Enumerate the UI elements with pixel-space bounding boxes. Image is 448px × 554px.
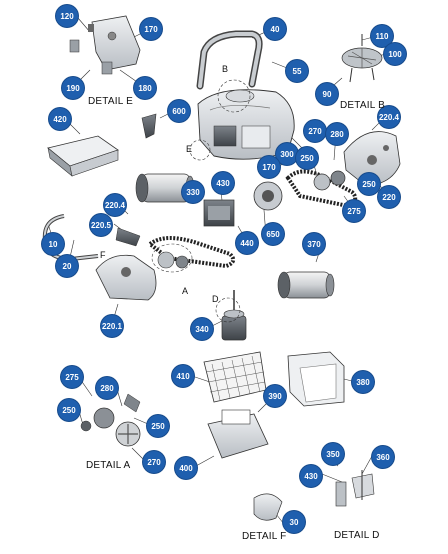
callout-390[interactable]: 390 [264,385,286,407]
callout-250-detail-a-left[interactable]: 250 [58,399,80,421]
robot-body-art [197,89,295,160]
callout-600[interactable]: 600 [168,100,190,122]
detail-d-art [335,470,375,507]
callout-250-upper-a[interactable]: 250 [296,147,318,169]
callout-190[interactable]: 190 [62,77,84,99]
detail-b-art [341,34,383,83]
callout-300[interactable]: 300 [276,143,298,165]
callout-170-mid[interactable]: 170 [258,156,280,178]
ref-letter-f: F [100,250,106,260]
callout-10[interactable]: 10 [42,233,64,255]
filter-housing-art [207,409,269,459]
ref-letter-b: B [222,64,229,74]
callout-250-detail-a-right[interactable]: 250 [147,415,169,437]
callout-350[interactable]: 350 [322,443,344,465]
belt-left-art [146,236,236,273]
ref-letter-a: A [182,286,189,296]
motor-art [203,181,283,227]
callout-40[interactable]: 40 [264,18,286,40]
ref-letter-e: E [186,144,193,154]
detail-b-label: DETAIL B [340,100,385,111]
callout-400[interactable]: 400 [175,457,197,479]
callout-55[interactable]: 55 [286,60,308,82]
callout-275-detail-a[interactable]: 275 [61,366,83,388]
detail-d-label: DETAIL D [334,530,380,541]
callout-430-detail-d[interactable]: 430 [300,465,322,487]
callout-90[interactable]: 90 [316,83,338,105]
callout-110[interactable]: 110 [371,25,393,47]
callout-170[interactable]: 170 [140,18,162,40]
callout-220-5[interactable]: 220.5 [90,214,112,236]
ref-letter-d: D [212,294,219,304]
detail-f-label: DETAIL F [242,531,287,542]
callout-280-upper[interactable]: 280 [326,123,348,145]
callout-440[interactable]: 440 [236,232,258,254]
filter-frame-art [287,351,345,407]
callout-20[interactable]: 20 [56,255,78,277]
callout-270-upper[interactable]: 270 [304,120,326,142]
callout-420[interactable]: 420 [49,108,71,130]
callout-275-upper[interactable]: 275 [343,200,365,222]
detail-a-art [80,393,141,447]
callout-180[interactable]: 180 [134,77,156,99]
detail-e-art [69,15,141,75]
callout-340[interactable]: 340 [191,318,213,340]
callout-410[interactable]: 410 [172,365,194,387]
side-panel-left-art [95,227,157,301]
brush-roller-lower-art [277,271,335,299]
callout-270-detail-a[interactable]: 270 [143,451,165,473]
detail-f-art [253,493,283,521]
callout-120[interactable]: 120 [56,5,78,27]
pump-art [221,290,247,341]
side-panel-right-art [343,131,401,187]
callout-650[interactable]: 650 [262,223,284,245]
callout-30[interactable]: 30 [283,511,305,533]
detail-e-label: DETAIL E [88,96,133,107]
callout-250-upper-b[interactable]: 250 [358,173,380,195]
belt-right-art [285,169,358,209]
callout-280-detail-a[interactable]: 280 [96,377,118,399]
reference-circles [189,79,251,323]
part-600-art [141,113,157,139]
callout-220-right[interactable]: 220 [378,186,400,208]
tray-art [47,135,119,177]
callout-360[interactable]: 360 [372,446,394,468]
detail-a-label: DETAIL A [86,460,131,471]
callout-220-1[interactable]: 220.1 [101,315,123,337]
filter-basket-art [203,351,267,403]
callout-380[interactable]: 380 [352,371,374,393]
handle-art [196,30,263,90]
callout-330[interactable]: 330 [182,181,204,203]
callout-430-upper[interactable]: 430 [212,172,234,194]
callout-370[interactable]: 370 [303,233,325,255]
callout-220-4-lower[interactable]: 220.4 [104,194,126,216]
callout-100[interactable]: 100 [384,43,406,65]
callout-220-4-upper[interactable]: 220.4 [378,106,400,128]
